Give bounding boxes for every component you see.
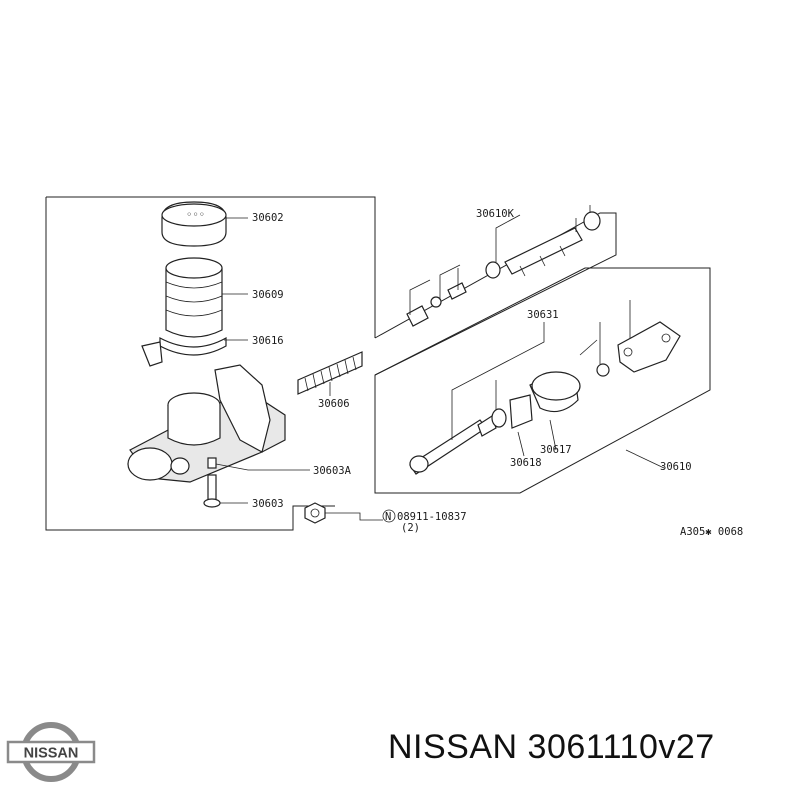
return-spring — [297, 351, 363, 395]
bolt-marker-circle — [382, 509, 396, 523]
piston-kit-frame — [374, 267, 711, 494]
label-30610: 30610 — [660, 461, 692, 473]
label-30610K: 30610K — [476, 208, 515, 220]
drawing-code: A305✱ 0068 — [680, 526, 743, 538]
bolt-marker-letter: N — [385, 511, 391, 523]
label-30617: 30617 — [540, 444, 572, 456]
piston-kit-parts — [409, 321, 681, 475]
label-30603: 30603 — [252, 498, 284, 510]
part-number-title: NISSAN 3061110v27 — [388, 728, 715, 766]
label-30616: 30616 — [252, 335, 284, 347]
label-30606: 30606 — [318, 398, 350, 410]
logo-text: NISSAN — [24, 746, 79, 762]
label-bolt-code: 08911-10837 — [397, 511, 467, 523]
svg-text:◦◦◦: ◦◦◦ — [186, 209, 205, 221]
label-30631: 30631 — [527, 309, 559, 321]
repair-kit-parts — [406, 211, 601, 327]
label-30602: 30602 — [252, 212, 284, 224]
label-30603A: 30603A — [313, 465, 352, 477]
reservoir-band — [141, 336, 227, 367]
reservoir-cap: ◦◦◦ — [161, 201, 227, 247]
label-30618: 30618 — [510, 457, 542, 469]
footer-bar: NISSAN NISSAN 3061110v27 — [0, 718, 800, 788]
nissan-logo: NISSAN — [6, 722, 96, 782]
master-cylinder-frame — [45, 196, 376, 531]
stopper-bolt — [203, 457, 221, 508]
label-30609: 30609 — [252, 289, 284, 301]
reservoir-body — [165, 257, 223, 338]
master-cylinder-body — [127, 364, 286, 483]
mounting-nut — [304, 502, 326, 524]
label-bolt-qty: (2) — [401, 522, 420, 534]
